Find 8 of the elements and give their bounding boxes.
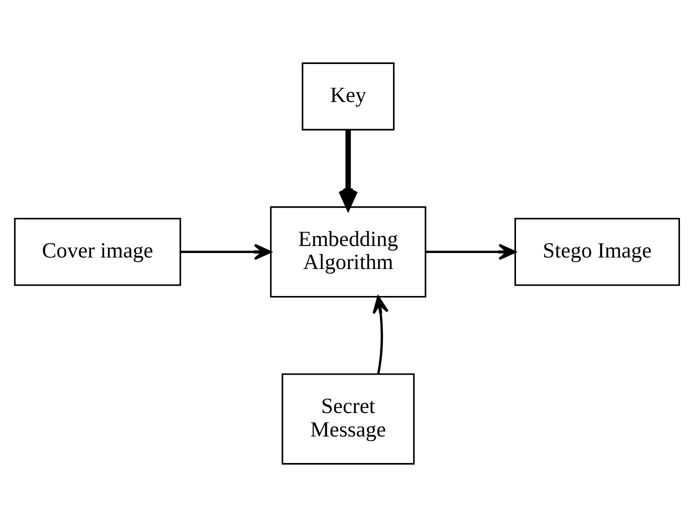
arrow (372, 296, 389, 374)
node-box: Embedding Algorithm (270, 206, 426, 298)
node-box: Cover image (14, 218, 182, 286)
node-box: Secret Message (282, 373, 415, 465)
arrow (180, 244, 272, 260)
arrow (426, 244, 516, 260)
node-box: Stego Image (514, 218, 680, 286)
node-box: Key (302, 62, 395, 130)
